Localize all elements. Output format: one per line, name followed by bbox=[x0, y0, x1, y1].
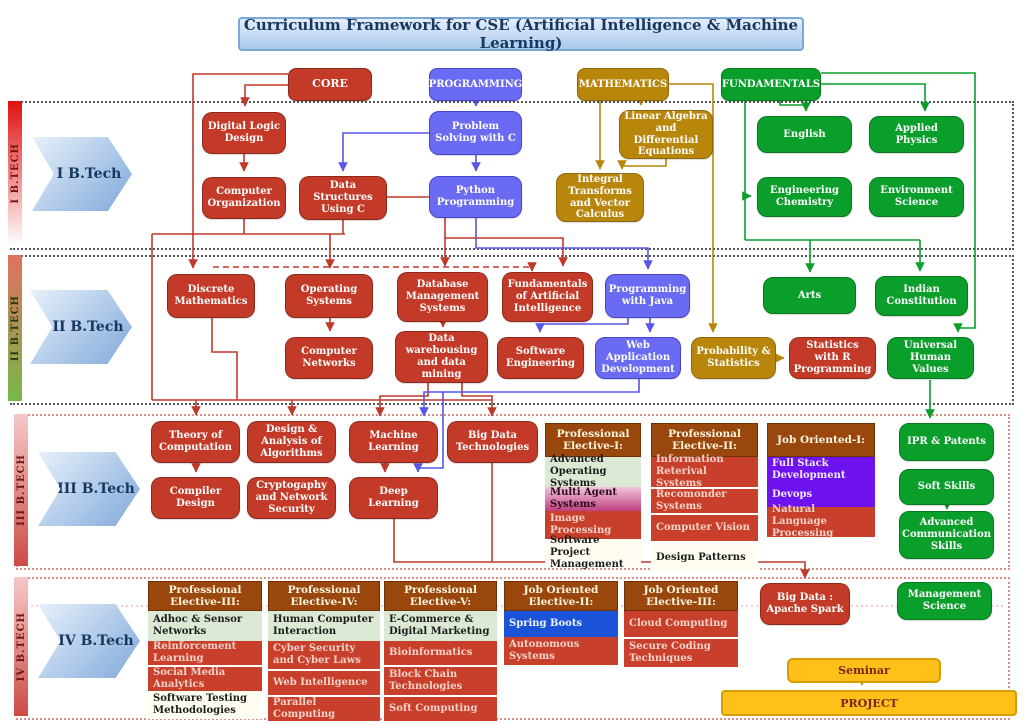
column-header: Job Oriented-I: bbox=[767, 423, 875, 457]
column-professional-elective-1: Professional Elective-I: Advanced Operat… bbox=[545, 423, 641, 570]
node-problem-solving-c: Problem Solving with C bbox=[429, 111, 522, 155]
column-job-oriented-elective-2: Job Oriented Elective-II: Spring Boots A… bbox=[504, 581, 618, 665]
elective-item: Cyber Security and Cyber Laws bbox=[268, 641, 380, 669]
column-header: Professional Elective-I: bbox=[545, 423, 641, 457]
column-professional-elective-5: Professional Elective-V: E-Commerce & Di… bbox=[384, 581, 497, 721]
column-header: Professional Elective-II: bbox=[651, 423, 758, 457]
node-probability-statistics: Probability & Statistics bbox=[691, 337, 776, 379]
node-big-data-apache-spark: Big Data : Apache Spark bbox=[760, 583, 850, 625]
elective-item: Reinforcement Learning bbox=[148, 641, 262, 665]
page-title: Curriculum Framework for CSE (Artificial… bbox=[238, 16, 804, 52]
node-discrete-mathematics: Discrete Mathematics bbox=[167, 274, 255, 318]
node-linear-algebra-de: Linear Algebra and Differential Equation… bbox=[619, 110, 713, 159]
node-operating-systems: Operating Systems bbox=[285, 274, 373, 318]
node-deep-learning: Deep Learning bbox=[349, 477, 438, 519]
column-job-oriented-elective-3: Job Oriented Elective-III: Cloud Computi… bbox=[624, 581, 738, 667]
node-software-engineering: Software Engineering bbox=[497, 337, 584, 379]
node-project: PROJECT bbox=[721, 690, 1017, 716]
elective-item: Block Chain Technologies bbox=[384, 667, 497, 695]
node-dbms: Database Management Systems bbox=[397, 272, 488, 322]
elective-item: Cloud Computing bbox=[624, 611, 738, 637]
node-statistics-r: Statistics with R Programming bbox=[789, 337, 876, 379]
elective-item: Adhoc & Sensor Networks bbox=[148, 611, 262, 641]
column-header: Job Oriented Elective-III: bbox=[624, 581, 738, 611]
elective-item: Autonomous Systems bbox=[504, 637, 618, 665]
elective-item: Secure Coding Techniques bbox=[624, 639, 738, 667]
strip-year1: I B.TECH bbox=[8, 101, 22, 246]
column-professional-elective-2: Professional Elective-II: Information Re… bbox=[651, 423, 758, 571]
node-computer-networks: Computer Networks bbox=[285, 337, 373, 379]
elective-item: Social Media Analytics bbox=[148, 667, 262, 691]
strip-year4: IV B.TECH bbox=[14, 577, 28, 716]
chevron-year2: II B.Tech bbox=[30, 290, 132, 364]
node-fundamentals: FUNDAMENTALS bbox=[721, 68, 821, 101]
elective-item: Recomonder Systems bbox=[651, 489, 758, 513]
strip-year3: III B.TECH bbox=[14, 414, 28, 566]
chevron-year1: I B.Tech bbox=[32, 137, 132, 211]
node-applied-physics: Applied Physics bbox=[869, 116, 964, 153]
elective-item: Advanced Operating Systems bbox=[545, 454, 641, 489]
elective-item: Soft Computing bbox=[384, 697, 497, 721]
node-soft-skills: Soft Skills bbox=[899, 469, 994, 505]
node-english: English bbox=[757, 116, 852, 153]
column-header: Job Oriented Elective-II: bbox=[504, 581, 618, 611]
node-programming-java: Programming with Java bbox=[605, 274, 690, 318]
node-fundamentals-ai: Fundamentals of Artificial Intelligence bbox=[502, 272, 593, 322]
node-web-app-development: Web Application Development bbox=[595, 337, 681, 379]
elective-item: Devops bbox=[767, 483, 875, 507]
node-ipr-patents: IPR & Patents bbox=[899, 423, 994, 461]
node-theory-of-computation: Theory of Computation bbox=[151, 421, 240, 463]
elective-item: Human Computer Interaction bbox=[268, 611, 380, 641]
elective-item: Natural Language Processing bbox=[767, 504, 875, 539]
node-design-analysis-algos: Design & Analysis of Algorithms bbox=[247, 421, 336, 463]
elective-item: Information Reterival Systems bbox=[651, 454, 758, 489]
elective-item: Design Patterns bbox=[651, 545, 758, 571]
elective-item: Bioinformatics bbox=[384, 641, 497, 665]
column-header: Professional Elective-IV: bbox=[268, 581, 380, 611]
node-mathematics: MATHEMATICS bbox=[577, 68, 669, 101]
column-header: Professional Elective-III: bbox=[148, 581, 262, 611]
node-programming: PROGRAMMING bbox=[429, 68, 522, 101]
node-cryptography-network: Cryptogaphy and Network Security bbox=[247, 477, 336, 519]
node-python-programming: Python Programming bbox=[429, 176, 522, 218]
elective-item: Parallel Computing bbox=[268, 697, 380, 721]
elective-item: Computer Vision bbox=[651, 515, 758, 541]
elective-item: Software Testing Methodologies bbox=[148, 691, 262, 719]
column-professional-elective-3: Professional Elective-III: Adhoc & Senso… bbox=[148, 581, 262, 719]
node-integral-transforms: Integral Transforms and Vector Calculus bbox=[556, 173, 644, 222]
node-digital-logic-design: Digital Logic Design bbox=[202, 112, 286, 154]
elective-item: Web Intelligence bbox=[268, 671, 380, 695]
node-compiler-design: Compiler Design bbox=[151, 477, 240, 519]
node-universal-human-values: Universal Human Values bbox=[887, 337, 974, 379]
column-job-oriented-1: Job Oriented-I: Full Stack Development D… bbox=[767, 423, 875, 539]
node-data-structures-c: Data Structures Using C bbox=[299, 176, 387, 220]
elective-item: E-Commerce & Digital Marketing bbox=[384, 611, 497, 641]
elective-item: Full Stack Development bbox=[767, 457, 875, 483]
node-big-data-technologies: Big Data Technologies bbox=[447, 421, 538, 463]
chevron-year3: III B.Tech bbox=[38, 452, 140, 526]
node-indian-constitution: Indian Constitution bbox=[875, 276, 968, 316]
elective-item: Software Project Management bbox=[545, 535, 641, 570]
elective-item: Multi Agent Systems bbox=[545, 487, 641, 511]
elective-item: Spring Boots bbox=[504, 611, 618, 637]
node-core: CORE bbox=[288, 68, 372, 101]
node-arts: Arts bbox=[763, 277, 856, 314]
node-management-science: Management Science bbox=[897, 582, 992, 620]
node-computer-organization: Computer Organization bbox=[202, 177, 286, 219]
node-machine-learning: Machine Learning bbox=[349, 421, 438, 463]
node-data-warehousing: Data warehousing and data mining bbox=[395, 331, 488, 383]
column-header: Professional Elective-V: bbox=[384, 581, 497, 611]
node-advanced-communication: Advanced Communication Skills bbox=[899, 511, 994, 559]
node-environment-science: Environment Science bbox=[869, 177, 964, 217]
strip-year2: II B.TECH bbox=[8, 255, 22, 401]
node-engineering-chemistry: Engineering Chemistry bbox=[757, 177, 852, 217]
node-seminar: Seminar bbox=[787, 658, 941, 683]
column-professional-elective-4: Professional Elective-IV: Human Computer… bbox=[268, 581, 380, 721]
